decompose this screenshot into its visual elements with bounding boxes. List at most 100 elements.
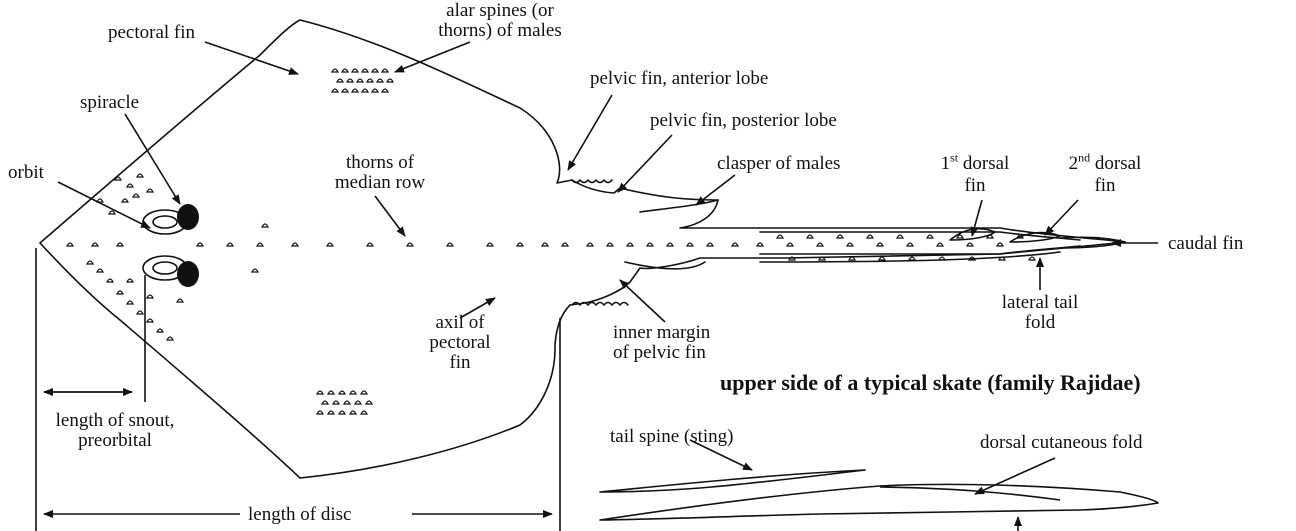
median-thorn (937, 243, 943, 246)
clasper-lower (625, 262, 705, 269)
spiracle-upper (177, 204, 199, 230)
median-thorn (517, 243, 523, 246)
median-thorn (587, 243, 593, 246)
median-thorn (997, 243, 1003, 246)
thorns-group (67, 69, 1035, 414)
label-pectoral-fin: pectoral fin (108, 22, 195, 43)
disc-thorn (157, 329, 163, 332)
alar-spine (362, 69, 368, 72)
median-thorn (257, 243, 263, 246)
label-axil-line3: fin (410, 352, 510, 373)
disc-thorn (127, 184, 133, 187)
disc-thorn (87, 261, 93, 264)
disc-thorn (127, 279, 133, 282)
median-thorn (67, 243, 73, 246)
alar-spine (377, 79, 383, 82)
disc-thorn (137, 311, 143, 314)
disc-thorn (137, 174, 143, 177)
label-alar-spines-line2: thorns) of males (420, 20, 580, 41)
alar-spine (337, 79, 343, 82)
median-thorn (757, 243, 763, 246)
tail-thorn (909, 257, 915, 260)
median-thorn (447, 243, 453, 246)
label-second-dorsal-fin: fin (1050, 175, 1160, 196)
alar-spine (362, 89, 368, 92)
alar-spine (342, 69, 348, 72)
median-thorn (732, 243, 738, 246)
median-thorn (562, 243, 568, 246)
median-thorn (197, 243, 203, 246)
disc-thorn (147, 189, 153, 192)
disc-thorn (262, 224, 268, 227)
pointer-first-dorsal (972, 200, 982, 236)
label-lateral-tail-line1: lateral tail (980, 292, 1100, 313)
pointer-dorsal-cutaneous (975, 458, 1055, 494)
clasper-upper (640, 200, 718, 212)
label-first-dorsal: 1st dorsal (920, 153, 1030, 174)
alar-spine (317, 391, 323, 394)
label-first-dorsal-fin: fin (920, 175, 1030, 196)
median-thorn (967, 243, 973, 246)
pointer-inner-margin (620, 280, 665, 322)
tail-spine-outline (600, 470, 865, 492)
label-snout-line1: length of snout, (30, 410, 200, 431)
disc-thorn (109, 211, 115, 214)
alar-spine (387, 79, 393, 82)
label-inner-margin-line2: of pelvic fin (613, 342, 706, 363)
median-thorn (92, 243, 98, 246)
disc-thorn (167, 337, 173, 340)
alar-spine (339, 391, 345, 394)
median-thorn (407, 243, 413, 246)
disc-thorn (97, 269, 103, 272)
median-thorn (847, 243, 853, 246)
pointer-orbit (58, 182, 150, 228)
alar-spine (339, 411, 345, 414)
median-thorn (627, 243, 633, 246)
alar-spine (355, 401, 361, 404)
alar-spine (332, 69, 338, 72)
label-dorsal-cutaneous-fold: dorsal cutaneous fold (980, 432, 1143, 453)
label-clasper: clasper of males (717, 153, 840, 174)
median-thorn (117, 243, 123, 246)
alar-spine (372, 69, 378, 72)
tail-fold-lower (760, 246, 1080, 254)
median-thorn (877, 243, 883, 246)
alar-spine (347, 79, 353, 82)
label-orbit: orbit (8, 162, 44, 183)
figure-caption: upper side of a typical skate (family Ra… (720, 370, 1141, 396)
median-thorn (687, 243, 693, 246)
label-length-of-disc: length of disc (248, 504, 351, 525)
pointer-pelvic-posterior (618, 135, 672, 192)
pointer-pelvic-anterior (568, 95, 612, 170)
alar-spine (344, 401, 350, 404)
label-inner-margin-line1: inner margin (613, 322, 710, 343)
disc-thorn (252, 269, 258, 272)
label-axil-line1: axil of (410, 312, 510, 333)
alar-spine (361, 411, 367, 414)
pointer-thorns (375, 196, 405, 236)
tail-thorn (1029, 257, 1035, 260)
label-spiracle: spiracle (80, 92, 139, 113)
pointer-second-dorsal (1045, 200, 1078, 235)
disc-thorn (133, 194, 139, 197)
label-axil-line2: pectoral (410, 332, 510, 353)
alar-spine (328, 391, 334, 394)
median-thorn (327, 243, 333, 246)
label-snout-line2: preorbital (30, 430, 200, 451)
disc-thorn (177, 299, 183, 302)
label-alar-spines-line1: alar spines (or (420, 0, 580, 21)
median-thorn (707, 243, 713, 246)
spiracle-lower (177, 261, 199, 287)
median-thorn (647, 243, 653, 246)
pelvic-fin-upper-wave (572, 180, 612, 183)
alar-spine (357, 79, 363, 82)
alar-spine (328, 411, 334, 414)
median-thorn (542, 243, 548, 246)
label-thorns-line1: thorns of (320, 152, 440, 173)
alar-spine (342, 89, 348, 92)
alar-spine (372, 89, 378, 92)
median-thorn (817, 243, 823, 246)
tail-thorn (897, 235, 903, 238)
label-pelvic-posterior: pelvic fin, posterior lobe (650, 110, 837, 131)
